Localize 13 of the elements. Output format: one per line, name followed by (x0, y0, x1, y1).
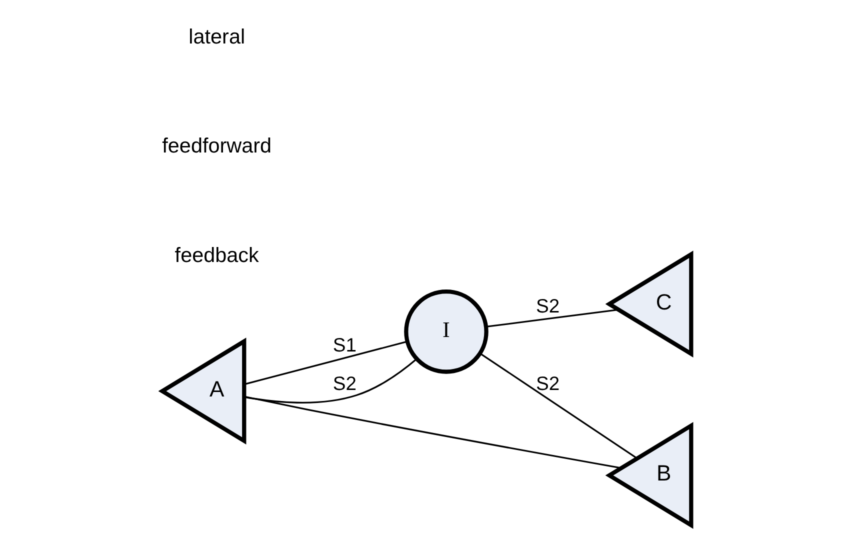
edge-label: S2 (535, 373, 560, 395)
connector (485, 308, 618, 328)
edge-label: S1 (332, 334, 356, 356)
connector (479, 352, 637, 460)
connector (244, 358, 417, 404)
node-circle: I (404, 290, 488, 374)
label: lateral (188, 26, 245, 49)
edge-label: S2 (535, 296, 560, 318)
connector (244, 340, 407, 386)
connector (244, 396, 621, 469)
edge-label: S2 (332, 373, 356, 395)
label: feedback (174, 244, 258, 267)
label: feedforward (162, 134, 272, 158)
